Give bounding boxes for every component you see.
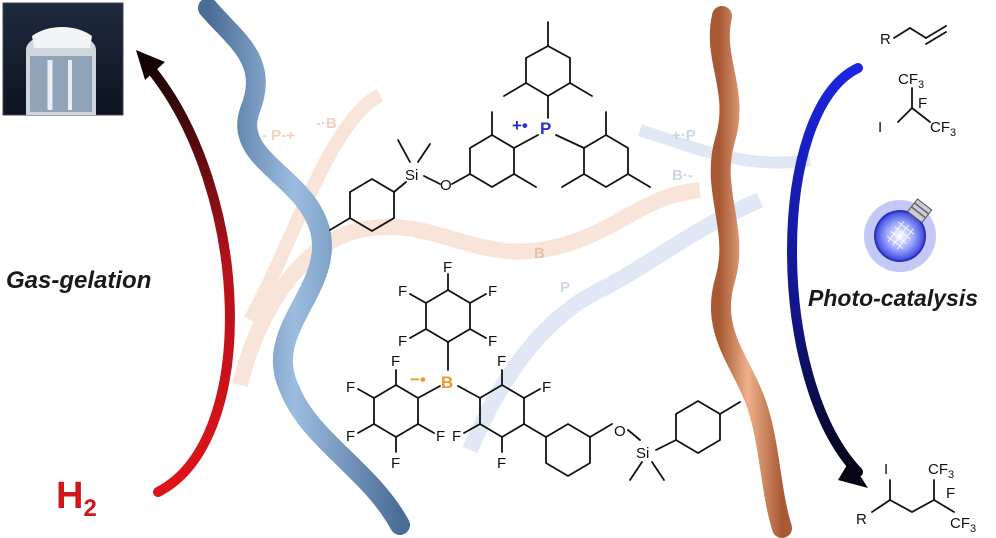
iodine-atom: I — [884, 461, 888, 478]
ghost-label-p-left: - P-+ — [262, 127, 295, 144]
reagents-structure: R CF3 F I CF3 — [878, 25, 956, 139]
p-radical-cation-sign: +• — [512, 116, 528, 135]
light-bulb-icon — [864, 198, 936, 272]
fluorine-atom: F — [391, 353, 400, 370]
ghost-label-b-right: B·- — [672, 167, 693, 184]
phosphine-radical-cation-structure: P +• O Si — [329, 21, 651, 233]
photo-catalysis-label: Photo-catalysis — [808, 285, 978, 311]
ghost-label-p-center: P — [560, 279, 570, 296]
product-structure: I R CF3 F CF3 — [856, 461, 976, 535]
fluorine-atom: F — [398, 283, 407, 300]
cf3-group: CF3 — [898, 71, 924, 91]
fluorine-atom: F — [497, 455, 506, 472]
iodine-atom: I — [878, 119, 882, 136]
ghost-label-p-right: +·P — [672, 127, 696, 144]
boron-atom: B — [441, 373, 453, 392]
oxygen-atom-bottom: O — [614, 423, 626, 440]
fluorine-atom: F — [436, 428, 445, 445]
b-radical-anion-sign: −• — [410, 370, 426, 389]
cf3-group: CF3 — [930, 119, 956, 139]
cf3-group: CF3 — [928, 461, 954, 481]
ghost-label-b-left: -·B — [316, 115, 337, 132]
phosphorus-atom: P — [540, 119, 551, 138]
borane-radical-anion-structure: F F F F F B −• F F F F F F F F F O — [346, 259, 741, 481]
fluorine-atom: F — [542, 379, 551, 396]
ghost-label-b-center: B — [534, 245, 545, 262]
h2-label: H2 — [56, 475, 97, 522]
silicon-atom-bottom: Si — [636, 445, 649, 462]
fluorine-atom: F — [452, 428, 461, 445]
r-group-label: R — [856, 511, 867, 528]
gel-vial-photo — [2, 2, 124, 116]
silicon-atom-top: Si — [405, 167, 418, 184]
fluorine-atom: F — [918, 95, 927, 112]
fluorine-atom: F — [398, 333, 407, 350]
fluorine-atom: F — [488, 283, 497, 300]
left-arrow-icon — [145, 63, 235, 497]
fluorine-atom: F — [391, 455, 400, 472]
gas-gelation-label: Gas-gelation — [6, 267, 151, 294]
cf3-group: CF3 — [950, 515, 976, 535]
r-group-label: R — [880, 31, 891, 48]
oxygen-atom-top: O — [440, 177, 452, 194]
fluorine-atom: F — [346, 428, 355, 445]
blue-polymer-strand — [198, 0, 410, 535]
fluorine-atom: F — [443, 259, 452, 276]
fluorine-atom: F — [497, 353, 506, 370]
right-arrow-icon — [787, 63, 863, 477]
copper-polymer-strand — [709, 6, 792, 538]
background-ghost-strands — [232, 88, 811, 454]
fluorine-atom: F — [346, 379, 355, 396]
fluorine-atom: F — [946, 485, 955, 502]
fluorine-atom: F — [488, 333, 497, 350]
